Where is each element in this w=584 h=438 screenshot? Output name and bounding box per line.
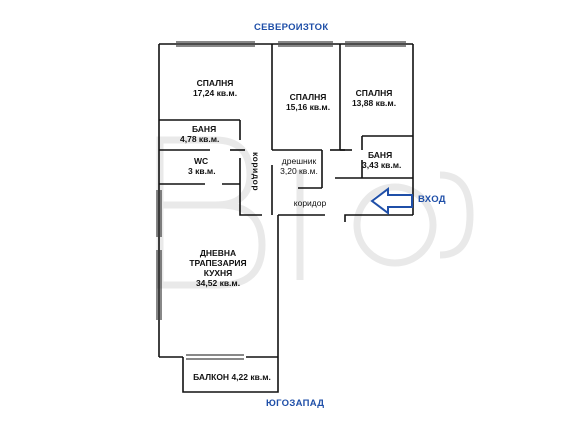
room-area: 15,16 кв.м. xyxy=(285,102,331,112)
room-name: СПАЛНЯ xyxy=(196,78,234,88)
room-bedroom-2: СПАЛНЯ 15,16 кв.м. xyxy=(280,92,336,112)
room-wardrobe: дрешник 3,20 кв.м. xyxy=(274,156,324,176)
room-area: 17,24 кв.м. xyxy=(192,88,238,98)
room-corridor-vertical: коридор xyxy=(251,152,261,192)
room-name: БАНЯ xyxy=(192,124,217,134)
room-name-line-2: ТРАПЕЗАРИЯ xyxy=(189,258,247,268)
room-living: ДНЕВНА ТРАПЕЗАРИЯ КУХНЯ 34,52 кв.м. xyxy=(180,248,256,288)
walls xyxy=(158,43,414,393)
room-name: БАНЯ xyxy=(368,150,393,160)
room-name: дрешник xyxy=(281,156,317,166)
room-area: 3 кв.м. xyxy=(188,166,216,176)
room-area: 3,43 кв.м. xyxy=(362,160,402,170)
room-wc: WC 3 кв.м. xyxy=(180,156,224,176)
room-name: СПАЛНЯ xyxy=(355,88,393,98)
room-balcony: БАЛКОН 4,22 кв.м. xyxy=(192,372,272,382)
room-area: 3,20 кв.м. xyxy=(280,166,318,176)
room-name: БАЛКОН xyxy=(193,372,230,382)
room-area: 34,52 кв.м. xyxy=(195,278,241,288)
windows xyxy=(156,41,406,360)
left-arrow-icon xyxy=(370,187,413,215)
watermark-logo xyxy=(156,136,474,289)
room-name-line-3: КУХНЯ xyxy=(203,268,233,278)
interior-walls xyxy=(159,44,413,216)
room-bathroom-1: БАНЯ 4,78 кв.м. xyxy=(180,124,236,144)
room-name: СПАЛНЯ xyxy=(289,92,327,102)
room-corridor-horizontal: коридор xyxy=(293,198,327,208)
room-bedroom-1: СПАЛНЯ 17,24 кв.м. xyxy=(185,78,245,98)
entrance-label: ВХОД xyxy=(418,194,446,205)
compass-south-west: ЮГОЗАПАД xyxy=(266,398,325,409)
room-area: 4,78 кв.м. xyxy=(180,134,220,144)
compass-north-east: СЕВЕРОИЗТОК xyxy=(254,22,329,33)
room-area: 4,22 кв.м. xyxy=(231,372,271,382)
room-name: WC xyxy=(194,156,209,166)
room-bathroom-2: БАНЯ 3,43 кв.м. xyxy=(362,150,412,170)
room-area: 13,88 кв.м. xyxy=(351,98,397,108)
room-bedroom-3: СПАЛНЯ 13,88 кв.м. xyxy=(344,88,404,108)
room-name-line-1: ДНЕВНА xyxy=(199,248,237,258)
